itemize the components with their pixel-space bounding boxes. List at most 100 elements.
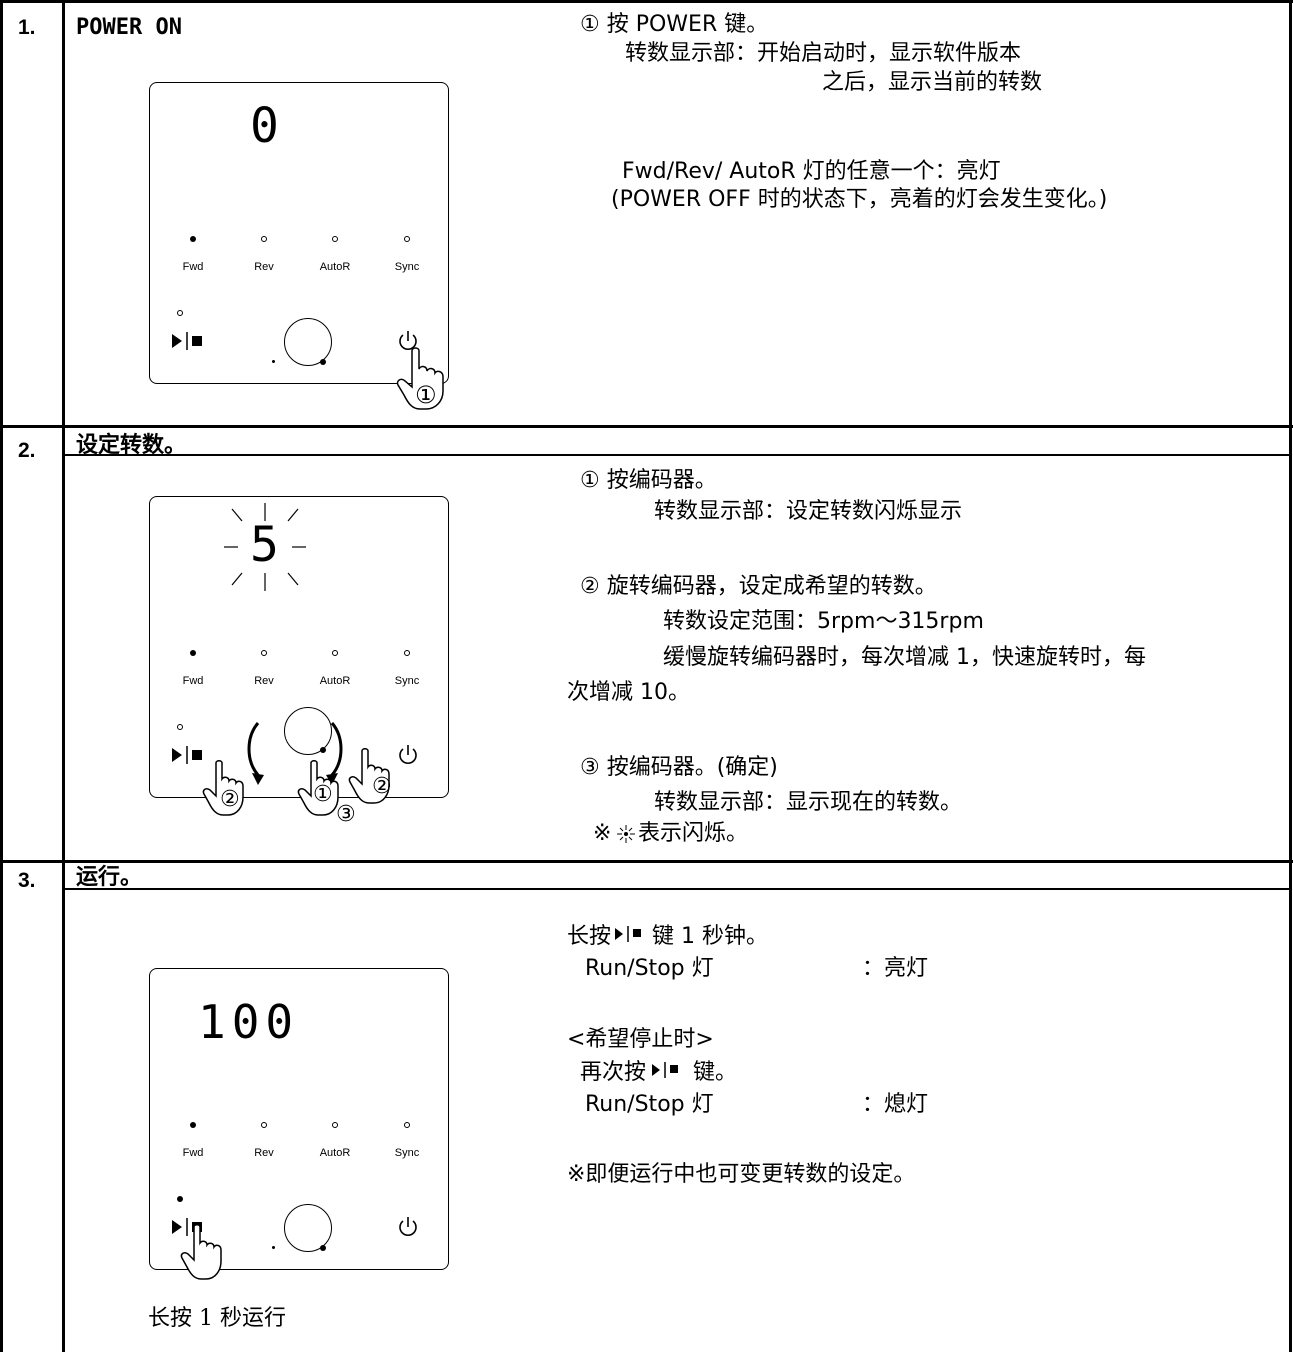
rpm-display: 5 <box>250 517 279 573</box>
instruction-line: 长按 <box>567 924 612 949</box>
instruction-line: 键。 <box>693 1060 738 1085</box>
play-stop-icon[interactable] <box>170 331 214 351</box>
instruction-line: 之后，显示当前的转数 <box>822 70 1043 95</box>
label-sync: Sync <box>394 1147 420 1159</box>
label-autor: AutoR <box>319 261 351 273</box>
step-title: POWER ON <box>76 15 182 40</box>
instruction-line: 转数显示部：设定转数闪烁显示 <box>654 499 963 524</box>
step-number: 1. <box>18 16 36 39</box>
step-title: 运行。 <box>76 865 143 890</box>
instruction-line: Fwd/Rev/ AutoR 灯的任意一个：亮灯 <box>622 159 1001 184</box>
led-rev <box>261 236 267 242</box>
note-prefix: ※ <box>593 821 612 846</box>
knob-dot-small <box>272 1246 275 1249</box>
label-rev: Rev <box>254 675 274 687</box>
led-autor <box>332 650 338 656</box>
led-run <box>177 1196 183 1202</box>
led-sync <box>404 236 410 242</box>
instruction-line: ③ 按编码器。(确定) <box>580 755 778 780</box>
instruction-line: <希望停止时> <box>567 1027 714 1052</box>
encoder-knob[interactable] <box>284 1204 332 1252</box>
instruction-line: ：熄灯 <box>862 1092 929 1117</box>
label-rev: Rev <box>254 261 274 273</box>
instruction-line: 转数显示部：开始启动时，显示软件版本 <box>625 41 1022 66</box>
instruction-line: ② 旋转编码器，设定成希望的转数。 <box>580 574 937 599</box>
row-divider-2b <box>62 888 1292 890</box>
encoder-knob[interactable] <box>284 318 332 366</box>
play-stop-icon[interactable] <box>170 745 214 765</box>
knob-dot <box>320 1245 326 1251</box>
instruction-line: (POWER OFF 时的状态下，亮着的灯会发生变化。) <box>611 187 1108 212</box>
instruction-line: ：亮灯 <box>862 956 929 981</box>
label-rev: Rev <box>254 1147 274 1159</box>
label-autor: AutoR <box>319 1147 351 1159</box>
power-icon[interactable] <box>396 1215 420 1239</box>
label-fwd: Fwd <box>182 675 204 687</box>
step-number: 3. <box>18 869 36 892</box>
instruction-line: ① 按 POWER 键。 <box>580 12 769 37</box>
press-marker: ② <box>372 774 392 799</box>
label-autor: AutoR <box>319 675 351 687</box>
rpm-display: 100 <box>198 995 300 1049</box>
knob-dot <box>320 747 326 753</box>
instruction-line: 缓慢旋转编码器时，每次增减 1，快速旋转时，每 <box>663 645 1146 670</box>
step-number: 2. <box>18 439 36 462</box>
blink-symbol-icon <box>617 825 635 843</box>
press-marker: ① <box>415 381 437 409</box>
led-run <box>177 310 183 316</box>
led-autor <box>332 236 338 242</box>
led-fwd <box>190 650 196 656</box>
control-panel: 100 Fwd Rev AutoR Sync <box>149 968 449 1280</box>
press-marker: ③ <box>336 802 356 827</box>
table-border-right <box>1289 0 1292 1352</box>
pressing-hand-icon <box>348 748 390 804</box>
label-sync: Sync <box>394 675 420 687</box>
led-run <box>177 724 183 730</box>
instruction-line: ① 按编码器。 <box>580 468 717 493</box>
play-stop-icon <box>615 926 641 942</box>
instruction-line: 次增减 10。 <box>567 680 690 705</box>
instruction-line: 表示闪烁。 <box>638 821 749 846</box>
panel-caption: 长按 1 秒运行 <box>148 1306 286 1331</box>
instruction-line: 键 1 秒钟。 <box>652 924 768 949</box>
instruction-line: ※即便运行中也可变更转数的设定。 <box>567 1162 916 1187</box>
row-divider-2 <box>0 860 1293 863</box>
pressing-hand-icon <box>396 347 444 410</box>
label-fwd: Fwd <box>182 1147 204 1159</box>
table-col-divider <box>62 0 65 1352</box>
led-fwd <box>190 236 196 242</box>
row-divider-1b <box>62 454 1292 456</box>
press-marker: ① <box>313 782 333 807</box>
table-border-top <box>0 0 1293 3</box>
power-icon[interactable] <box>396 329 420 353</box>
pressing-hand-icon <box>297 760 339 816</box>
control-panel: 5 Fwd Rev AutoR Sync ② ① ③ ② <box>149 496 449 826</box>
led-rev <box>261 1122 267 1128</box>
led-autor <box>332 1122 338 1128</box>
rpm-display: 0 <box>250 98 279 154</box>
knob-dot <box>320 359 326 365</box>
label-sync: Sync <box>394 261 420 273</box>
rotate-arrows-icon <box>247 722 343 785</box>
led-sync <box>404 650 410 656</box>
play-stop-icon <box>652 1062 678 1078</box>
control-panel: 0 Fwd Rev AutoR Sync ① <box>149 82 449 410</box>
led-sync <box>404 1122 410 1128</box>
label-fwd: Fwd <box>182 261 204 273</box>
row-divider-1 <box>0 425 1293 428</box>
blink-rays-icon <box>224 503 306 591</box>
pressing-hand-icon <box>180 1224 222 1280</box>
instruction-line: 转数显示部：显示现在的转数。 <box>654 790 963 815</box>
encoder-knob[interactable] <box>284 707 332 755</box>
led-rev <box>261 650 267 656</box>
led-fwd <box>190 1122 196 1128</box>
instruction-line: 再次按 <box>580 1060 647 1085</box>
knob-dot-small <box>272 360 275 363</box>
instruction-line: Run/Stop 灯 <box>585 1092 714 1117</box>
press-marker: ② <box>220 787 240 812</box>
instruction-line: 转数设定范围：5rpm～315rpm <box>663 609 984 634</box>
table-border-left <box>0 0 3 1352</box>
power-icon[interactable] <box>396 743 420 767</box>
pressing-hand-icon <box>202 760 244 816</box>
instruction-line: Run/Stop 灯 <box>585 956 714 981</box>
